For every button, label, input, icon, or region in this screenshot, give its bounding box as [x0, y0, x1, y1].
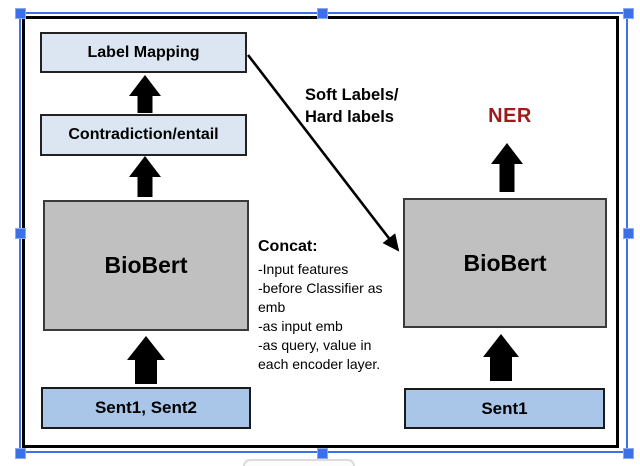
- soft-hard-labels-annotation: Soft Labels/ Hard labels: [305, 86, 399, 126]
- resize-handle-top-right[interactable]: [623, 8, 634, 19]
- resize-handle-bottom-right[interactable]: [623, 448, 634, 459]
- label-mapping-box: Label Mapping: [40, 32, 247, 73]
- biobert-right-box: BioBert: [403, 198, 607, 328]
- resize-handle-left-middle[interactable]: [15, 228, 26, 239]
- concat-details: -Input features -before Classifier as em…: [258, 261, 383, 372]
- resize-handle-top-left[interactable]: [15, 8, 26, 19]
- biobert-left-box: BioBert: [43, 200, 249, 331]
- concat-annotation: Concat: -Input features -before Classifi…: [258, 238, 418, 374]
- resize-handle-bottom-left[interactable]: [15, 448, 26, 459]
- contradiction-entail-box: Contradiction/entail: [40, 114, 247, 156]
- sent1-input-box: Sent1: [404, 388, 605, 429]
- sent1-sent2-input-box: Sent1, Sent2: [41, 387, 251, 429]
- resize-handle-top-middle[interactable]: [317, 8, 328, 19]
- ner-task-label: NER: [488, 105, 532, 127]
- resize-handle-right-middle[interactable]: [623, 228, 634, 239]
- resize-handle-bottom-middle[interactable]: [317, 448, 328, 459]
- concat-title: Concat:: [258, 238, 318, 255]
- below-figure-element: [243, 459, 355, 466]
